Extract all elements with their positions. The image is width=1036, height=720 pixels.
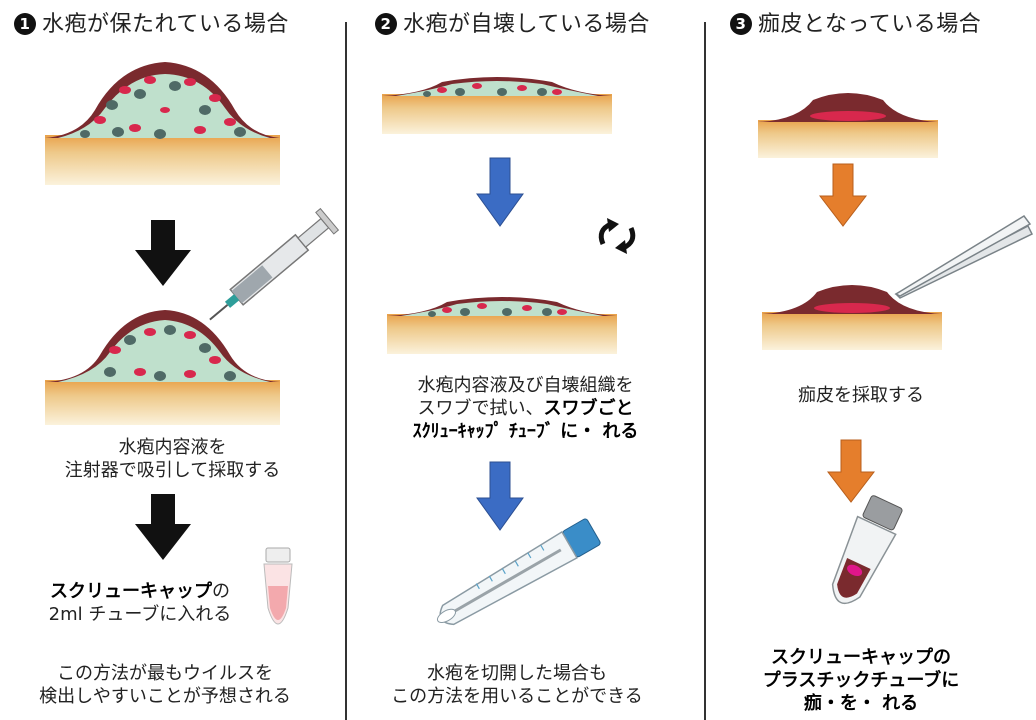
syringe-illustration xyxy=(209,207,340,321)
column-1-title: 1 水疱が保たれている場合 xyxy=(14,6,289,38)
swab-tube-illustration xyxy=(436,518,601,626)
col2-step-line-1: 水疱内容液及び自壊組織を xyxy=(417,375,634,396)
column-2-title-text: 水疱が自壊している場合 xyxy=(403,12,650,37)
col1-step-line-1: 水疱内容液を xyxy=(118,437,227,458)
column-divider-2 xyxy=(704,22,706,720)
column-divider-1 xyxy=(345,22,347,720)
container-bold-label: スクリューキャップ xyxy=(50,581,212,602)
tweezers-icon xyxy=(894,215,1034,299)
column-1: 1 水疱が保たれている場合 xyxy=(0,0,345,720)
col3-step-text: 痂皮を採取する xyxy=(706,384,1016,407)
col3-final-text: スクリューキャップの プラスチックチューブに 痂・を・ れる xyxy=(706,646,1016,715)
column-2-title: 2 水疱が自壊している場合 xyxy=(375,6,650,38)
crust-tube-illustration xyxy=(831,495,903,605)
column-3-title-text: 痂皮となっている場合 xyxy=(758,12,982,37)
col1-note-line-2: 検出しやすいことが予想される xyxy=(39,686,291,707)
col1-step-line-2: 注射器で吸引して採取する xyxy=(64,460,281,481)
col2-step-line-3: ｽｸﾘｭｰｷｬｯﾌﾟ ﾁｭｰﾌﾞ に・ れる xyxy=(412,421,639,442)
down-arrow-4 xyxy=(476,461,524,531)
col1-note: この方法が最もウイルスを 検出しやすいことが予想される xyxy=(0,662,330,708)
column-1-title-text: 水疱が保たれている場合 xyxy=(42,12,289,37)
column-3-title: 3 痂皮となっている場合 xyxy=(730,6,981,38)
down-arrow-6 xyxy=(826,439,876,503)
crust-pick-illustration xyxy=(762,285,942,350)
down-arrow-2 xyxy=(135,494,191,560)
column-2: 2 水疱が自壊している場合 水疱内容液及び自壊組織を スワブで拭い、スワブごと ｽ… xyxy=(347,0,704,720)
col1-note-line-1: この方法が最もウイルスを xyxy=(57,663,273,684)
down-arrow-3 xyxy=(476,157,524,227)
number-badge: 1 xyxy=(14,13,36,35)
col2-step-line-2-plain: スワブで拭い、 xyxy=(417,398,544,419)
number-badge: 2 xyxy=(375,13,397,35)
col1-step-text: 水疱内容液を 注射器で吸引して採取する xyxy=(0,436,345,482)
container-line-2: 2ml チューブに入れる xyxy=(48,604,232,625)
small-tube-illustration xyxy=(263,547,293,625)
col1-container-text: スクリューキャップの 2ml チューブに入れる xyxy=(20,580,260,626)
aspirated-blister-illustration xyxy=(45,310,280,425)
container-label-rest: の xyxy=(212,581,230,602)
col3-final-line-3: 痂・を・ れる xyxy=(803,693,919,714)
col2-note-line-2: この方法を用いることができる xyxy=(391,686,643,707)
down-arrow-5 xyxy=(818,163,868,227)
crust-illustration xyxy=(758,93,938,158)
col3-final-line-1: スクリューキャップの xyxy=(771,647,951,668)
down-arrow-1 xyxy=(135,220,191,286)
col2-note: 水疱を切開した場合も この方法を用いることができる xyxy=(347,662,687,708)
swabbed-blister-illustration xyxy=(387,297,617,354)
number-badge: 3 xyxy=(730,13,752,35)
col2-step-text: 水疱内容液及び自壊組織を スワブで拭い、スワブごと ｽｸﾘｭｰｷｬｯﾌﾟ ﾁｭｰ… xyxy=(347,374,704,443)
col2-step-line-2-bold: スワブごと xyxy=(543,398,634,419)
ruptured-blister-illustration xyxy=(382,77,612,134)
rotate-arrows-icon xyxy=(598,218,636,254)
column-3: 3 痂皮となっている場合 痂皮を採取する xyxy=(706,0,1036,720)
col3-step-line-1: 痂皮を採取する xyxy=(798,385,924,406)
intact-blister-illustration xyxy=(45,62,280,185)
col2-note-line-1: 水疱を切開した場合も xyxy=(427,663,607,684)
col3-final-line-2: プラスチックチューブに xyxy=(762,670,960,691)
